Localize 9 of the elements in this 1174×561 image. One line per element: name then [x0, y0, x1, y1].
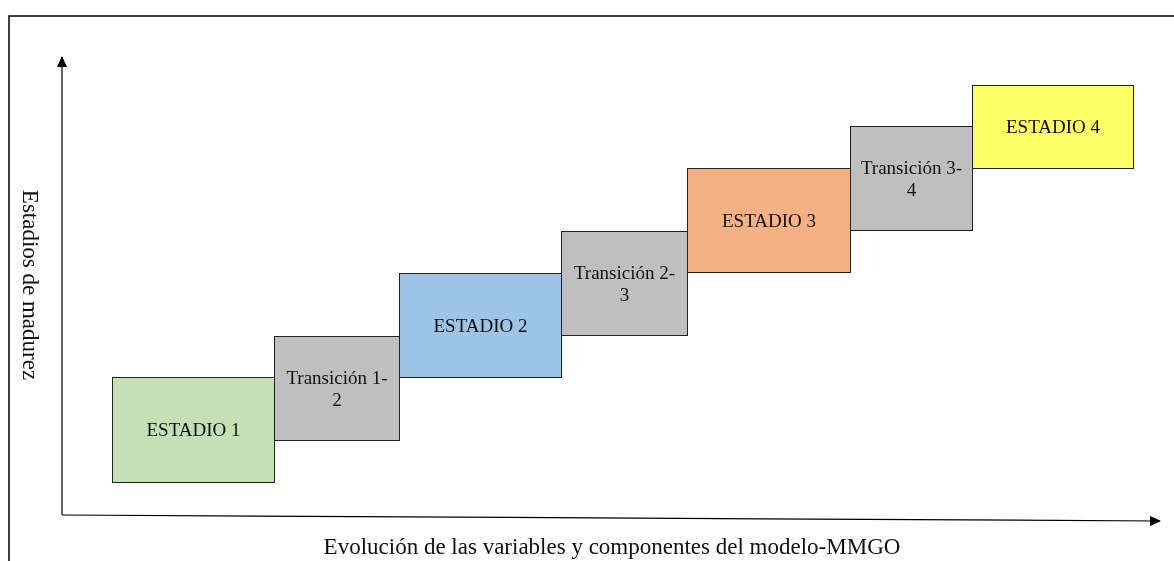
- x-axis-label: Evolución de las variables y componentes del modelo-MMGO: [323, 534, 901, 560]
- y-axis-label: Estadios de madurez: [17, 189, 43, 381]
- stage-box: ESTADIO 2: [399, 273, 562, 378]
- stage-box: ESTADIO 3: [687, 168, 851, 273]
- transition-box: Transición 2-3: [561, 231, 688, 336]
- transition-box: Transición 3-4: [850, 126, 973, 231]
- stage-box: ESTADIO 1: [112, 377, 275, 483]
- stage-box: ESTADIO 4: [972, 85, 1134, 169]
- transition-box: Transición 1-2: [274, 336, 400, 441]
